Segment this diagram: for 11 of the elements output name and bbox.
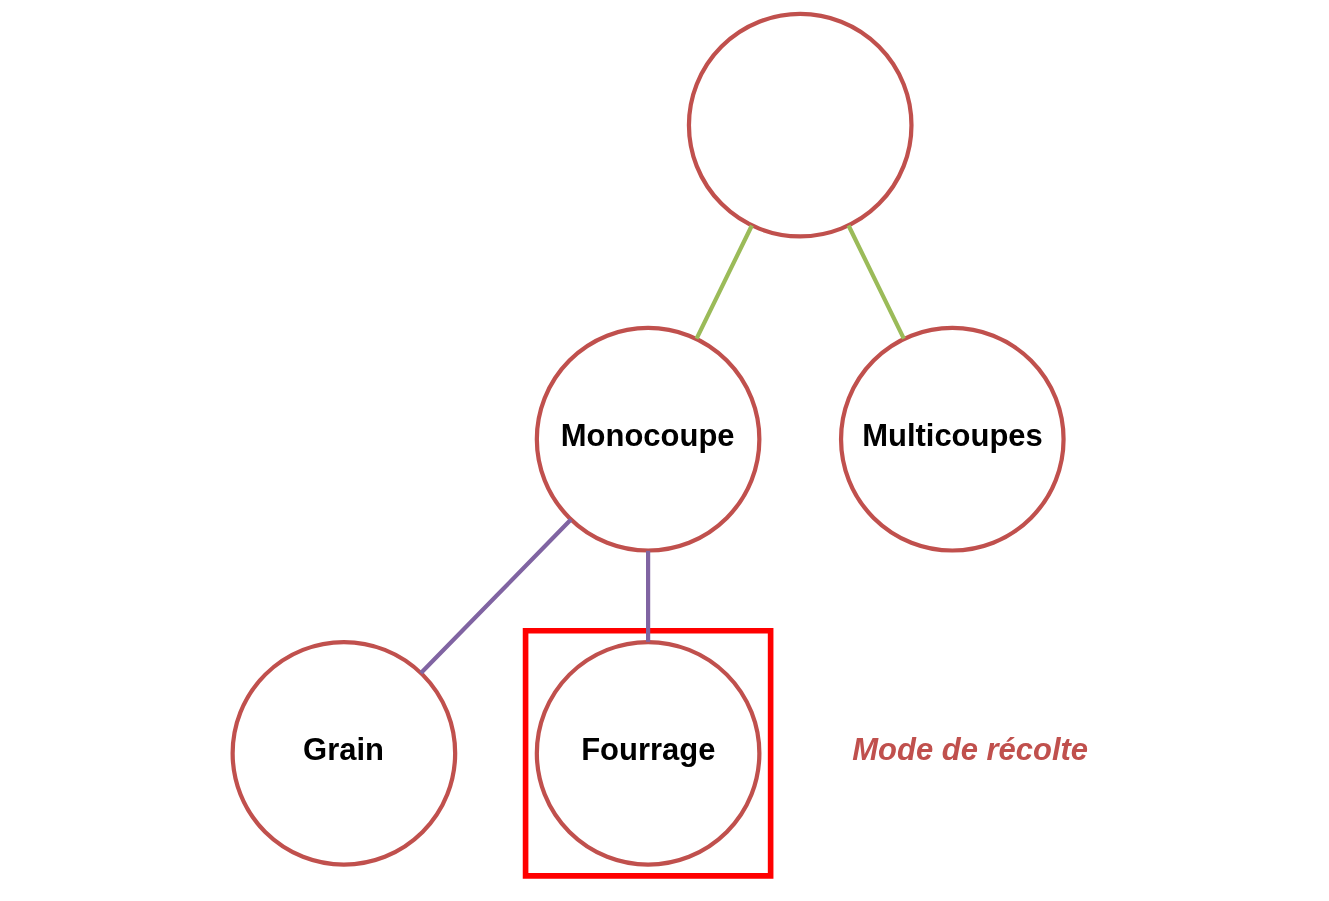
connector <box>846 224 906 340</box>
node-circle: Fourrage <box>534 639 761 867</box>
connector <box>694 224 754 340</box>
node-circle: Monocoupe <box>534 325 761 553</box>
node-circle: Multicoupes <box>838 325 1066 553</box>
label: Mode de récolte <box>851 731 1088 767</box>
node-circle: Grain <box>230 639 457 867</box>
node-circle <box>686 11 914 239</box>
cluster <box>522 627 773 879</box>
connector <box>418 518 572 675</box>
connector <box>645 550 650 642</box>
